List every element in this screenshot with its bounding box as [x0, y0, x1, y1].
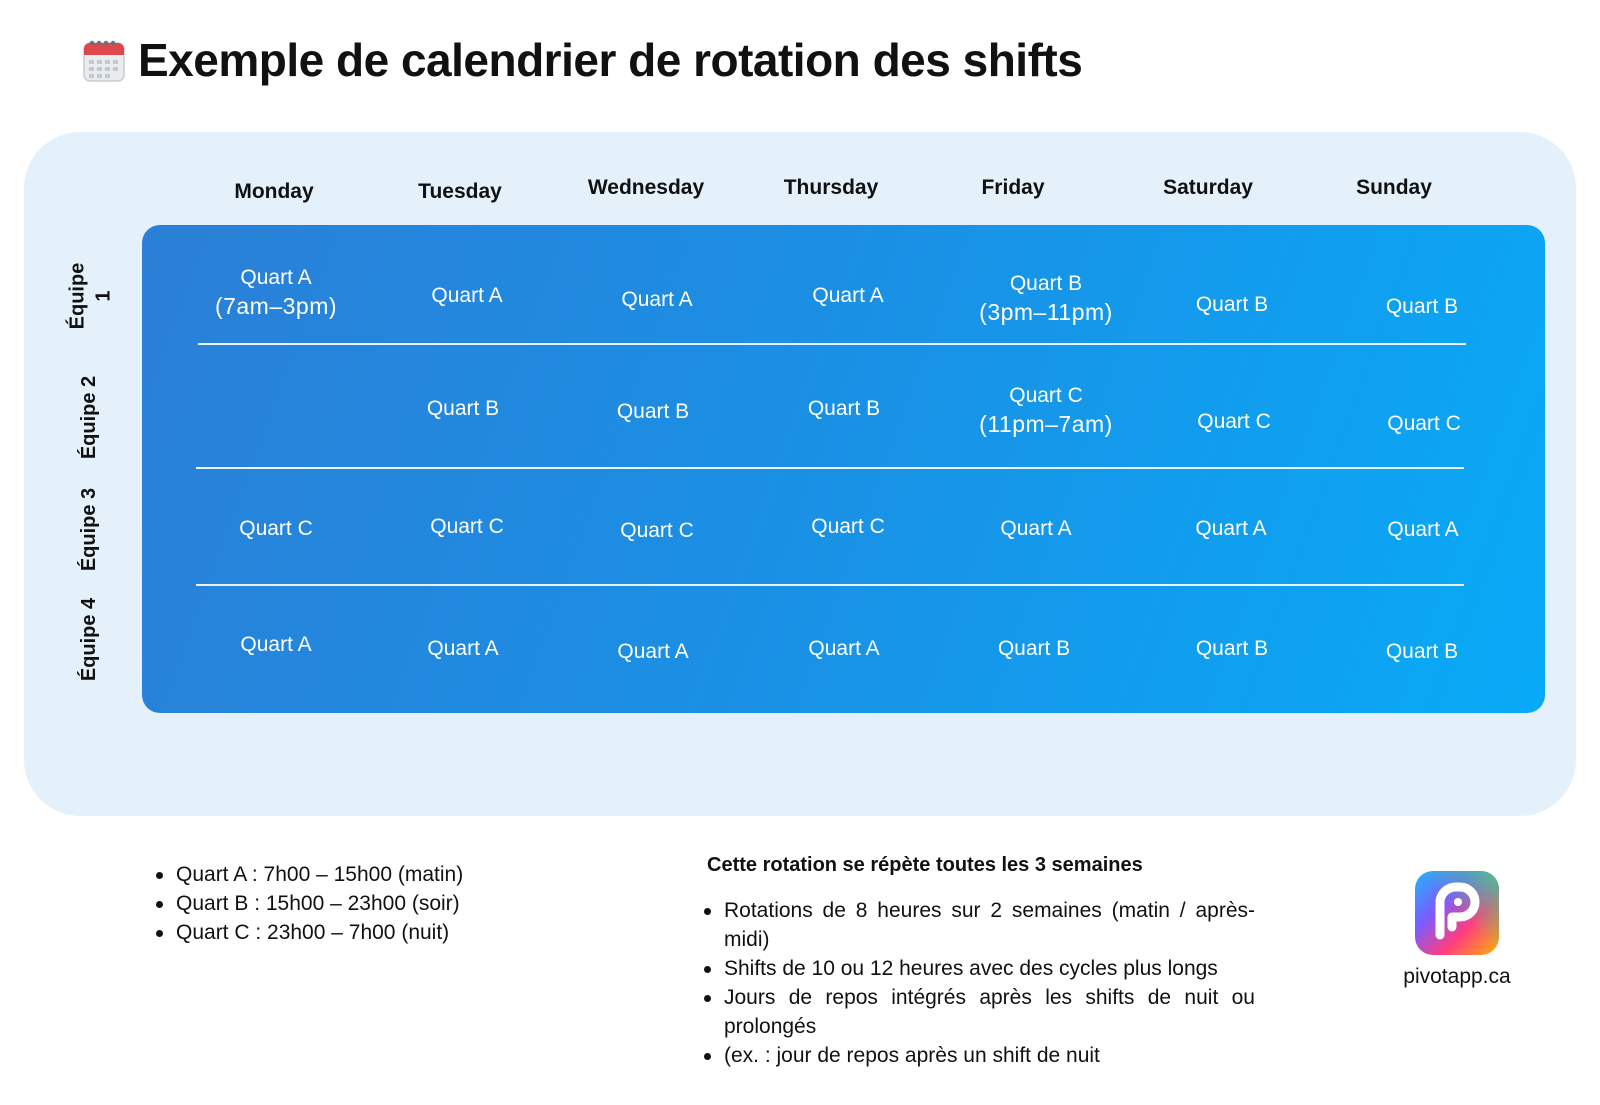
shift-cell: Quart B: [426, 397, 500, 420]
shift-cell: Quart C(11pm–7am): [979, 384, 1113, 437]
rotation-note: (ex. : jour de repos après un shift de n…: [700, 1041, 1255, 1070]
shift-cell: Quart C: [1197, 410, 1271, 433]
shift-cell: Quart A: [1000, 517, 1072, 540]
day-header-thursday: Thursday: [783, 176, 879, 199]
shift-cell: Quart A: [1387, 518, 1459, 541]
schedule-grid: [142, 225, 1545, 713]
shift-cell: Quart A: [808, 637, 880, 660]
shift-cell: Quart A: [427, 637, 499, 660]
pivot-logo-icon[interactable]: [1415, 871, 1499, 955]
team-label-3: Équipe 3: [78, 487, 101, 571]
rotation-notes: Rotations de 8 heures sur 2 semaines (ma…: [700, 896, 1255, 1070]
shift-cell: Quart B: [807, 397, 881, 420]
shift-cell: Quart B: [616, 400, 690, 423]
shift-cell: Quart B: [1195, 637, 1269, 660]
day-header-friday: Friday: [981, 176, 1045, 199]
shift-cell: Quart B: [1385, 295, 1459, 318]
shift-cell: Quart A: [240, 633, 312, 656]
shift-cell: Quart A: [431, 284, 503, 307]
shift-cell: Quart A: [812, 284, 884, 307]
rotation-note: Rotations de 8 heures sur 2 semaines (ma…: [700, 896, 1255, 954]
title-row: Exemple de calendrier de rotation des sh…: [82, 30, 1083, 90]
shift-cell: Quart C: [811, 515, 885, 538]
legend-item: Quart C : 23h00 – 7h00 (nuit): [152, 918, 463, 947]
day-header-saturday: Saturday: [1163, 176, 1253, 199]
legend-item: Quart A : 7h00 – 15h00 (matin): [152, 860, 463, 889]
rotation-title: Cette rotation se répète toutes les 3 se…: [707, 854, 1143, 876]
rotation-note: Jours de repos intégrés après les shifts…: [700, 983, 1255, 1041]
shift-cell: Quart A: [1195, 517, 1267, 540]
row-divider: [196, 467, 1464, 469]
day-header-monday: Monday: [234, 180, 314, 203]
legend-item: Quart B : 15h00 – 23h00 (soir): [152, 889, 463, 918]
shift-legend: Quart A : 7h00 – 15h00 (matin) Quart B :…: [152, 860, 463, 947]
day-header-tuesday: Tuesday: [418, 180, 502, 203]
shift-cell: Quart B: [1385, 640, 1459, 663]
shift-cell: Quart B(3pm–11pm): [979, 272, 1113, 325]
day-header-sunday: Sunday: [1356, 176, 1432, 199]
rotation-note: Shifts de 10 ou 12 heures avec des cycle…: [700, 954, 1255, 983]
shift-cell: Quart A: [617, 640, 689, 663]
shift-cell: Quart B: [1195, 293, 1269, 316]
shift-cell: Quart B: [997, 637, 1071, 660]
row-divider: [198, 343, 1466, 345]
shift-cell: Quart C: [430, 515, 504, 538]
shift-cell: Quart C: [620, 519, 694, 542]
team-label-2: Équipe 2: [78, 375, 101, 459]
row-divider: [196, 584, 1464, 586]
shift-cell: Quart C: [1387, 412, 1461, 435]
page-title: Exemple de calendrier de rotation des sh…: [138, 34, 1083, 86]
day-header-wednesday: Wednesday: [587, 176, 705, 199]
shift-cell: Quart A: [621, 288, 693, 311]
shift-cell: Quart A(7am–3pm): [214, 266, 338, 319]
shift-cell: Quart C: [239, 517, 313, 540]
team-label-4: Équipe 4: [78, 597, 101, 681]
calendar-icon: [82, 37, 126, 83]
brand-url[interactable]: pivotapp.ca: [1403, 965, 1511, 988]
team-label-1: Équipe 1: [66, 262, 115, 330]
